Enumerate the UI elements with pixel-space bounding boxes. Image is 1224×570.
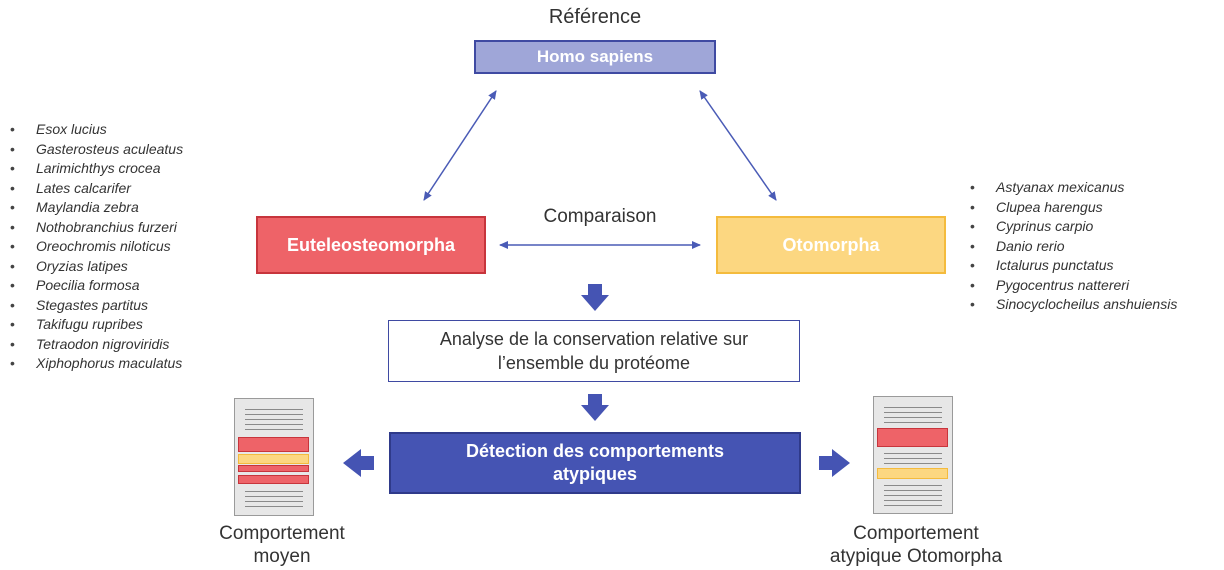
- euteleosteomorpha-species-list: Esox lucius Gasterosteus aculeatus Larim…: [10, 120, 183, 374]
- homo-sapiens-box: Homo sapiens: [474, 40, 716, 74]
- analysis-line-2: l’ensemble du protéome: [497, 353, 691, 373]
- document-atypical-icon: [873, 396, 953, 514]
- list-item: Gasterosteus aculeatus: [10, 140, 183, 160]
- highlight-band-red: [877, 428, 948, 447]
- block-arrow-left: [343, 449, 374, 477]
- analysis-box: Analyse de la conservation relative sur …: [388, 320, 800, 382]
- arrow-homo-otomorpha: [699, 90, 777, 201]
- list-item: Pygocentrus nattereri: [970, 276, 1177, 296]
- list-item: Maylandia zebra: [10, 198, 183, 218]
- list-item: Astyanax mexicanus: [970, 178, 1177, 198]
- block-arrow-down-2: [581, 394, 609, 421]
- detection-line-1: Détection des comportements: [465, 441, 725, 461]
- reference-label: Référence: [548, 6, 642, 28]
- highlight-band-yellow: [238, 454, 309, 464]
- list-item: Xiphophorus maculatus: [10, 354, 183, 374]
- otomorpha-species-list: Astyanax mexicanus Clupea harengus Cypri…: [970, 178, 1177, 315]
- analysis-line-1: Analyse de la conservation relative sur: [439, 329, 749, 349]
- block-arrow-down-1: [581, 284, 609, 311]
- highlight-band-yellow: [877, 468, 948, 479]
- block-arrow-right: [819, 449, 850, 477]
- list-item: Ictalurus punctatus: [970, 256, 1177, 276]
- euteleosteomorpha-box: Euteleosteomorpha: [256, 216, 486, 274]
- detection-box: Détection des comportements atypiques: [389, 432, 801, 494]
- list-item: Nothobranchius furzeri: [10, 218, 183, 238]
- outcome-atypical-label: Comportement atypique Otomorpha: [786, 522, 1046, 568]
- list-item: Stegastes partitus: [10, 296, 183, 316]
- outcome-average-label: Comportement moyen: [172, 522, 392, 568]
- comparison-label: Comparaison: [543, 206, 657, 227]
- highlight-band-red: [238, 437, 309, 452]
- outcome-atypical-line-1: Comportement: [853, 523, 979, 544]
- list-item: Takifugu rupribes: [10, 315, 183, 335]
- list-item: Lates calcarifer: [10, 179, 183, 199]
- list-item: Poecilia formosa: [10, 276, 183, 296]
- list-item: Oreochromis niloticus: [10, 237, 183, 257]
- list-item: Cyprinus carpio: [970, 217, 1177, 237]
- arrow-homo-euteleosteomorpha: [423, 90, 497, 201]
- detection-line-2: atypiques: [552, 464, 638, 484]
- list-item: Clupea harengus: [970, 198, 1177, 218]
- list-item: Oryzias latipes: [10, 257, 183, 277]
- list-item: Tetraodon nigroviridis: [10, 335, 183, 355]
- list-item: Sinocyclocheilus anshuiensis: [970, 295, 1177, 315]
- highlight-band-red: [238, 475, 309, 484]
- outcome-atypical-line-2: atypique Otomorpha: [829, 546, 1003, 567]
- list-item: Danio rerio: [970, 237, 1177, 257]
- otomorpha-box: Otomorpha: [716, 216, 946, 274]
- list-item: Larimichthys crocea: [10, 159, 183, 179]
- highlight-band-red: [238, 465, 309, 472]
- outcome-average-line-1: Comportement: [219, 523, 345, 544]
- outcome-average-line-2: moyen: [253, 546, 311, 567]
- list-item: Esox lucius: [10, 120, 183, 140]
- document-average-icon: [234, 398, 314, 516]
